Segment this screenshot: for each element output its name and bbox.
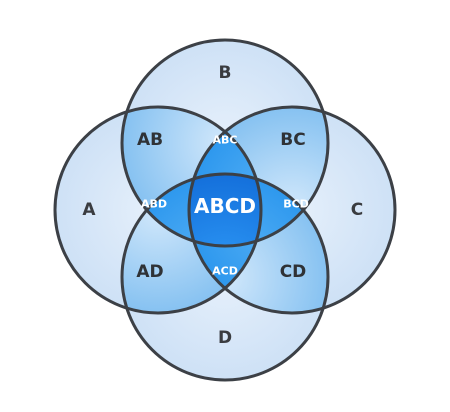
label-c: C bbox=[351, 200, 363, 220]
label-abd: ABD bbox=[141, 198, 167, 211]
label-abcd: ABCD bbox=[194, 194, 256, 218]
label-d: D bbox=[218, 328, 232, 348]
overlap-acd-fill bbox=[189, 174, 261, 313]
set-d-outline bbox=[120, 172, 330, 382]
label-bcd: BCD bbox=[283, 198, 309, 211]
triple-overlap-fills bbox=[122, 107, 328, 313]
label-b: B bbox=[219, 63, 232, 83]
overlap-abd-fill bbox=[122, 174, 261, 246]
label-cd: CD bbox=[280, 262, 307, 282]
label-ad: AD bbox=[136, 262, 163, 282]
set-outlines bbox=[53, 38, 397, 382]
set-b-outline bbox=[120, 38, 330, 248]
label-a: A bbox=[82, 200, 96, 220]
label-acd: ACD bbox=[212, 265, 238, 278]
region-labels: A B C D AB BC AD CD ABC ABD BCD ACD ABCD bbox=[82, 63, 363, 348]
overlap-bcd-fill bbox=[189, 174, 328, 246]
label-bc: BC bbox=[280, 130, 305, 150]
overlap-abc-fill bbox=[189, 107, 261, 246]
label-ab: AB bbox=[137, 130, 163, 150]
label-abc: ABC bbox=[213, 134, 238, 147]
set-a-outline bbox=[53, 105, 263, 315]
set-c-outline bbox=[187, 105, 397, 315]
